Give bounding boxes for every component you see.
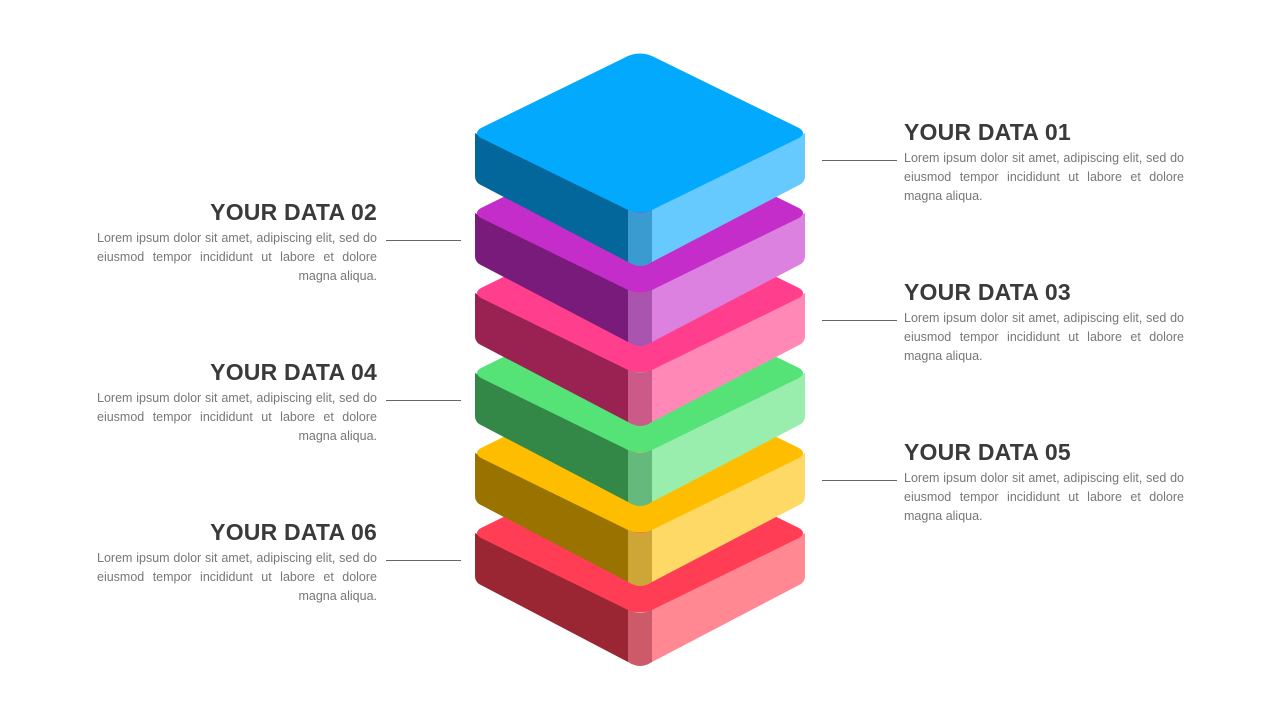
layer-left-face (475, 373, 634, 506)
layer-left-face (475, 293, 634, 426)
label-title: YOUR DATA 04 (210, 359, 377, 385)
layer-right-face (652, 453, 805, 582)
layer-left-face (475, 533, 634, 666)
layer-left-face (475, 133, 634, 266)
layer-front-edge (628, 209, 652, 266)
layer-right-face (652, 293, 805, 422)
layer-01 (475, 53, 805, 266)
label-description: Lorem ipsum dolor sit amet, adipiscing e… (97, 551, 377, 603)
layer-right-face (652, 373, 805, 502)
connector-line-02 (386, 240, 461, 241)
label-description: Lorem ipsum dolor sit amet, adipiscing e… (904, 151, 1184, 203)
label-title: YOUR DATA 03 (904, 279, 1071, 305)
layer-left-face (475, 213, 634, 346)
label-description: Lorem ipsum dolor sit amet, adipiscing e… (97, 231, 377, 283)
label-description: Lorem ipsum dolor sit amet, adipiscing e… (904, 311, 1184, 363)
label-title: YOUR DATA 01 (904, 119, 1071, 145)
connector-line-03 (822, 320, 897, 321)
label-title: YOUR DATA 06 (210, 519, 377, 545)
layer-right-face (652, 533, 805, 662)
layer-right-face (652, 133, 805, 262)
label-data-01: YOUR DATA 01 Lorem ipsum dolor sit amet,… (904, 118, 1184, 206)
connector-line-01 (822, 160, 897, 161)
connector-line-04 (386, 400, 461, 401)
layer-front-edge (628, 449, 652, 506)
layer-left-face (475, 453, 634, 586)
label-data-03: YOUR DATA 03 Lorem ipsum dolor sit amet,… (904, 278, 1184, 366)
layer-front-edge (628, 369, 652, 426)
label-title: YOUR DATA 02 (210, 199, 377, 225)
label-data-05: YOUR DATA 05 Lorem ipsum dolor sit amet,… (904, 438, 1184, 526)
label-description: Lorem ipsum dolor sit amet, adipiscing e… (97, 391, 377, 443)
label-data-06: YOUR DATA 06 Lorem ipsum dolor sit amet,… (97, 518, 377, 606)
label-description: Lorem ipsum dolor sit amet, adipiscing e… (904, 471, 1184, 523)
connector-line-06 (386, 560, 461, 561)
label-data-04: YOUR DATA 04 Lorem ipsum dolor sit amet,… (97, 358, 377, 446)
layer-right-face (652, 213, 805, 342)
label-title: YOUR DATA 05 (904, 439, 1071, 465)
layer-front-edge (628, 529, 652, 586)
layer-front-edge (628, 289, 652, 346)
layer-front-edge (628, 609, 652, 666)
layer-top-face (477, 53, 803, 213)
connector-line-05 (822, 480, 897, 481)
label-data-02: YOUR DATA 02 Lorem ipsum dolor sit amet,… (97, 198, 377, 286)
